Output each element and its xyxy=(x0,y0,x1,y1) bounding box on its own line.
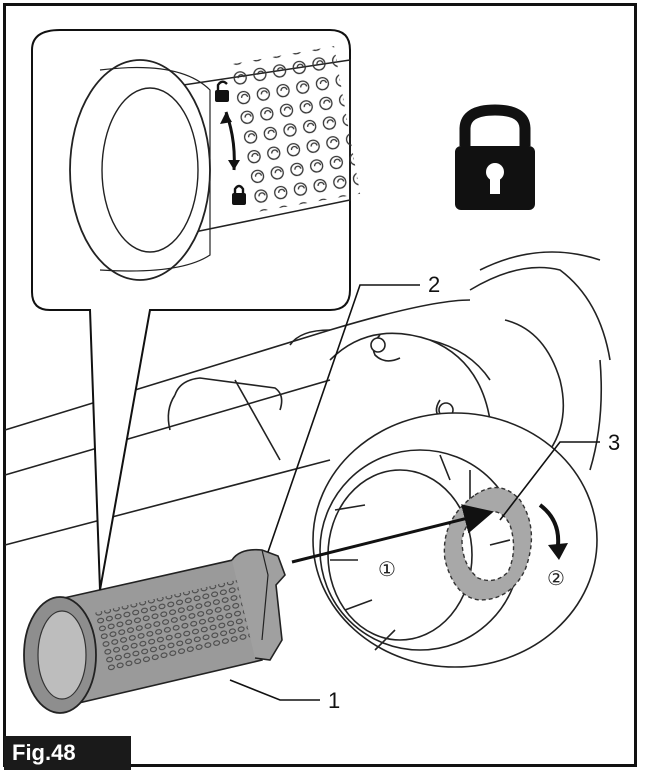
small-padlock-locked-icon xyxy=(232,184,246,205)
rotation-arrow xyxy=(538,503,561,546)
figure-label: Fig.48 xyxy=(4,736,131,770)
step-2-marker: ② xyxy=(547,566,565,590)
blower-body xyxy=(4,251,611,546)
rotation-arrow-head xyxy=(548,543,568,560)
zoom-inset xyxy=(31,29,361,591)
callout-leaders xyxy=(229,284,600,701)
intake-tube xyxy=(23,548,286,714)
callout-2: 2 xyxy=(428,272,440,297)
insertion-arrow xyxy=(291,504,494,564)
small-padlock-unlocked-icon xyxy=(215,80,229,102)
step-1-marker: ① xyxy=(378,557,396,581)
callout-1: 1 xyxy=(328,688,340,713)
padlock-locked-icon xyxy=(455,104,535,210)
callout-3: 3 xyxy=(608,430,620,455)
